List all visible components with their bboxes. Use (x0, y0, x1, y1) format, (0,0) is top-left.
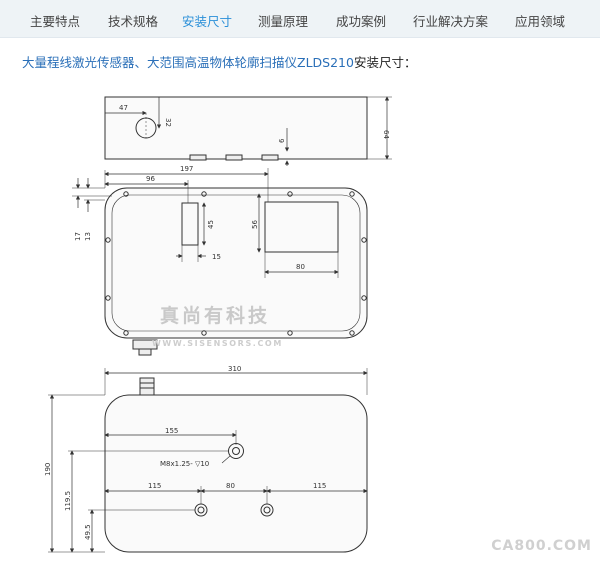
dim-15: 15 (212, 253, 221, 261)
tab-industry-solutions[interactable]: 行业解决方案 (413, 14, 489, 29)
cable-gland-bottom (139, 377, 155, 396)
tab-tech-specs[interactable]: 技术规格 (108, 14, 159, 29)
bottom-view (48, 368, 368, 553)
dim-32: 32 (164, 118, 172, 127)
dim-155: 155 (165, 427, 178, 435)
dim-49-5: 49.5 (84, 524, 92, 540)
heading-product-title: 大量程线激光传感器、大范围高温物体轮廓扫描仪ZLDS210 (22, 55, 354, 70)
dim-80-bottom: 80 (226, 482, 235, 490)
dim-17: 17 (74, 232, 82, 241)
dim-80-top: 80 (296, 263, 305, 271)
dim-115-left: 115 (148, 482, 161, 490)
tab-success-cases[interactable]: 成功案例 (336, 14, 387, 29)
dim-197: 197 (180, 165, 193, 173)
dim-119-5: 119.5 (64, 491, 72, 511)
dim-115-right: 115 (313, 482, 326, 490)
site-watermark: CA800.COM (491, 538, 592, 554)
tab-measurement-principle[interactable]: 测量原理 (258, 14, 309, 29)
top-view-body (104, 187, 368, 339)
dim-190: 190 (44, 463, 52, 476)
nav-tab-bar: 主要特点 技术规格 安装尺寸 测量原理 成功案例 行业解决方案 应用领域 (0, 0, 600, 38)
dim-64: 64 (382, 130, 390, 139)
tab-main-features[interactable]: 主要特点 (30, 14, 81, 29)
side-view (104, 96, 392, 166)
bottom-view-body (104, 394, 368, 553)
thread-spec: M8x1.25- ▽10 (160, 460, 209, 468)
dim-310: 310 (228, 365, 241, 373)
camera-window (264, 201, 339, 253)
watermark-url: WWW.SISENSORS.COM (152, 339, 283, 348)
side-view-body (104, 96, 368, 160)
tab-application-fields[interactable]: 应用领域 (515, 14, 566, 29)
dim-96: 96 (146, 175, 155, 183)
watermark-company: 真尚有科技 (160, 304, 270, 327)
tab-install-dimensions[interactable]: 安装尺寸 (182, 14, 233, 29)
top-view (72, 168, 368, 356)
dim-45: 45 (207, 220, 215, 229)
dim-6: 6 (278, 138, 286, 143)
laser-slot-window (181, 202, 199, 246)
dim-56: 56 (251, 220, 259, 229)
dim-13: 13 (84, 232, 92, 241)
page-heading: 大量程线激光传感器、大范围高温物体轮廓扫描仪ZLDS210安装尺寸： (22, 52, 416, 71)
dim-47: 47 (119, 104, 128, 112)
heading-suffix: 安装尺寸： (353, 55, 417, 70)
